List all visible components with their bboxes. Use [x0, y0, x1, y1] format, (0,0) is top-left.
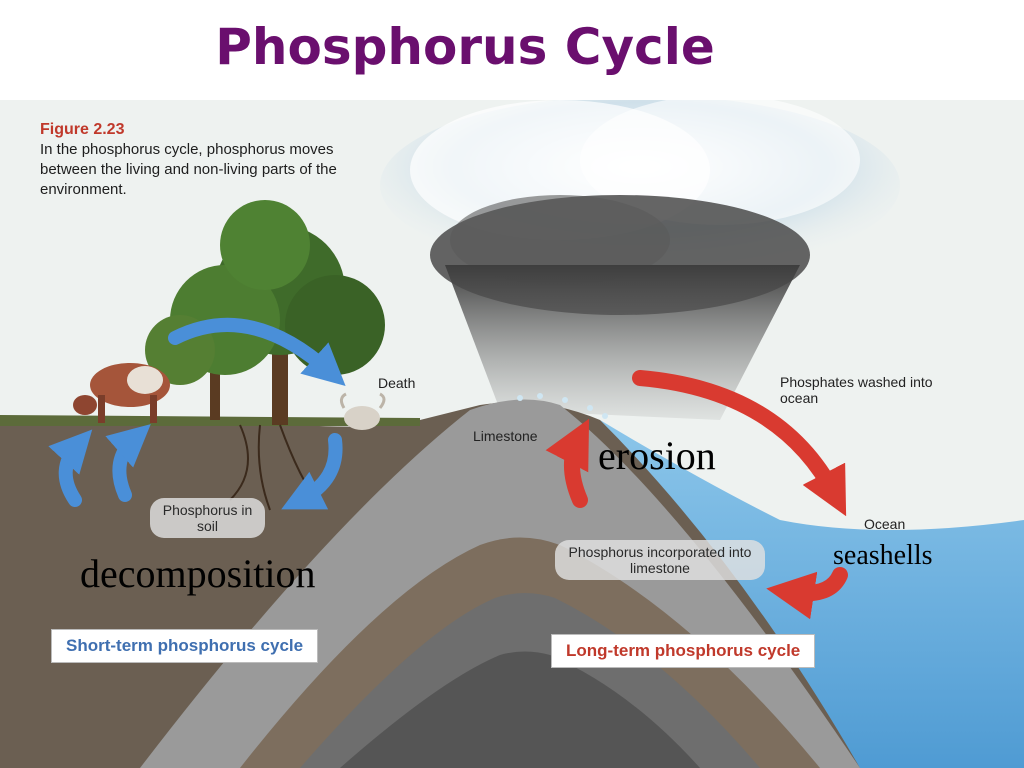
rain-splash — [517, 393, 608, 419]
arrow-erosion-to-ocean — [632, 370, 847, 517]
arrow-seashells-to-limestone — [766, 567, 848, 620]
banner-short-term: Short-term phosphorus cycle — [52, 630, 318, 662]
figure-caption: Figure 2.23 In the phosphorus cycle, pho… — [40, 120, 360, 200]
page-title: Phosphorus Cycle — [215, 18, 715, 76]
arrow-soil-to-cow — [48, 429, 93, 507]
label-limestone: Limestone — [473, 428, 538, 444]
label-death: Death — [378, 375, 416, 391]
rain-cloud-icon — [380, 100, 900, 420]
annotation-decomposition: decomposition — [80, 551, 316, 596]
rock-layer-core — [340, 651, 700, 768]
cow-icon — [73, 363, 170, 423]
arrow-limestone-uplift — [545, 418, 590, 508]
label-ocean: Ocean — [864, 516, 906, 532]
label-phosphorus-in-soil: Phosphorus in soil — [150, 498, 265, 538]
arrow-soil-to-roots — [105, 424, 151, 502]
annotation-seashells: seashells — [833, 540, 933, 571]
arrow-tree-to-death — [168, 317, 346, 387]
figure-caption-text: In the phosphorus cycle, phosphorus move… — [40, 141, 337, 198]
phosphorus-cycle-diagram: Figure 2.23 In the phosphorus cycle, pho… — [0, 100, 1024, 768]
skull-icon — [339, 392, 386, 430]
label-phosphorus-incorporated: Phosphorus incorporated into limestone — [555, 540, 765, 580]
annotation-erosion: erosion — [598, 433, 716, 478]
long-term-arrows — [545, 370, 848, 620]
label-phosphates-washed: Phosphates washed into ocean — [780, 374, 933, 406]
arrow-death-to-soil — [281, 433, 343, 510]
short-term-arrows — [48, 317, 346, 510]
figure-number: Figure 2.23 — [40, 121, 125, 138]
banner-long-term: Long-term phosphorus cycle — [552, 635, 815, 667]
diagram-canvas — [0, 100, 1024, 768]
